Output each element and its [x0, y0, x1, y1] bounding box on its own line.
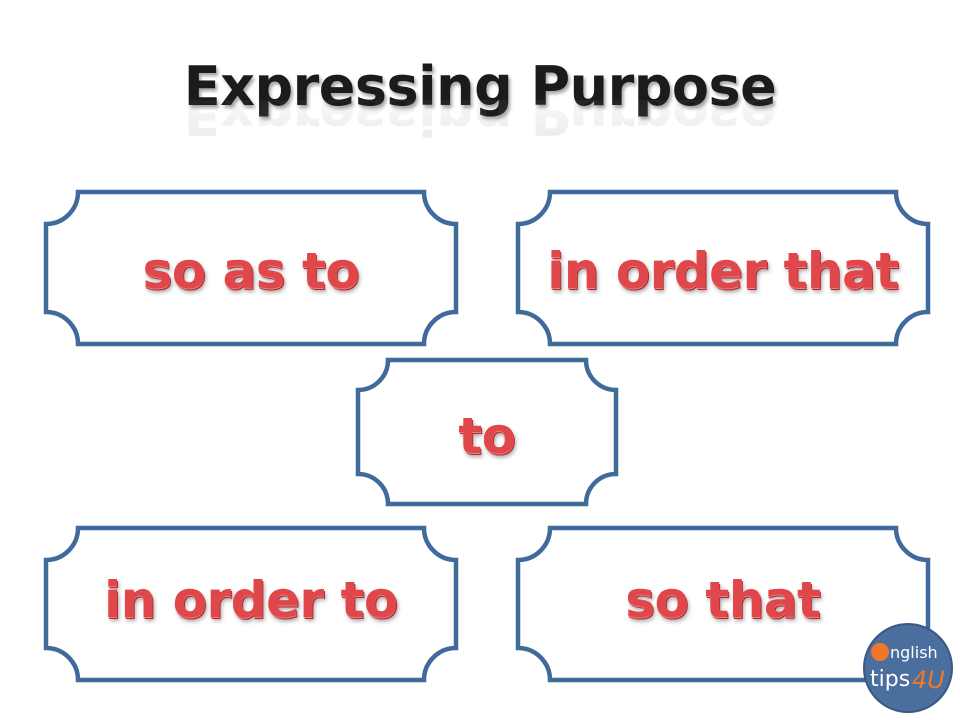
- phrase-card-so-as-to: so as to: [43, 189, 459, 347]
- phrase-card-in-order-that: in order that: [515, 189, 931, 347]
- card-phrase: in order that: [547, 242, 899, 300]
- card-phrase: in order to: [104, 571, 398, 629]
- logo-e-mark: [871, 643, 889, 661]
- phrase-card-so-that: so that: [515, 525, 931, 683]
- title-container: Expressing Purpose: [0, 52, 960, 122]
- englishtips4u-logo: nglish tips 4U: [862, 622, 954, 714]
- phrase-card-to: to: [355, 357, 619, 507]
- title-reflection: Expressing Purpose: [0, 100, 960, 144]
- logo-line2: tips: [870, 667, 910, 692]
- card-frame: [43, 189, 459, 347]
- card-frame: [355, 357, 619, 507]
- logo-line1: nglish: [890, 643, 938, 662]
- card-frame: [43, 525, 459, 683]
- logo-badge: nglish tips 4U: [863, 623, 953, 713]
- slide-title: Expressing Purpose: [183, 55, 777, 118]
- card-phrase: so as to: [142, 242, 360, 300]
- card-phrase: so that: [625, 571, 821, 629]
- phrase-card-in-order-to: in order to: [43, 525, 459, 683]
- logo-mark: 4U: [912, 666, 945, 694]
- title-reflection-text: Expressing Purpose: [183, 100, 777, 144]
- card-phrase: to: [458, 407, 516, 465]
- card-frame: [515, 189, 931, 347]
